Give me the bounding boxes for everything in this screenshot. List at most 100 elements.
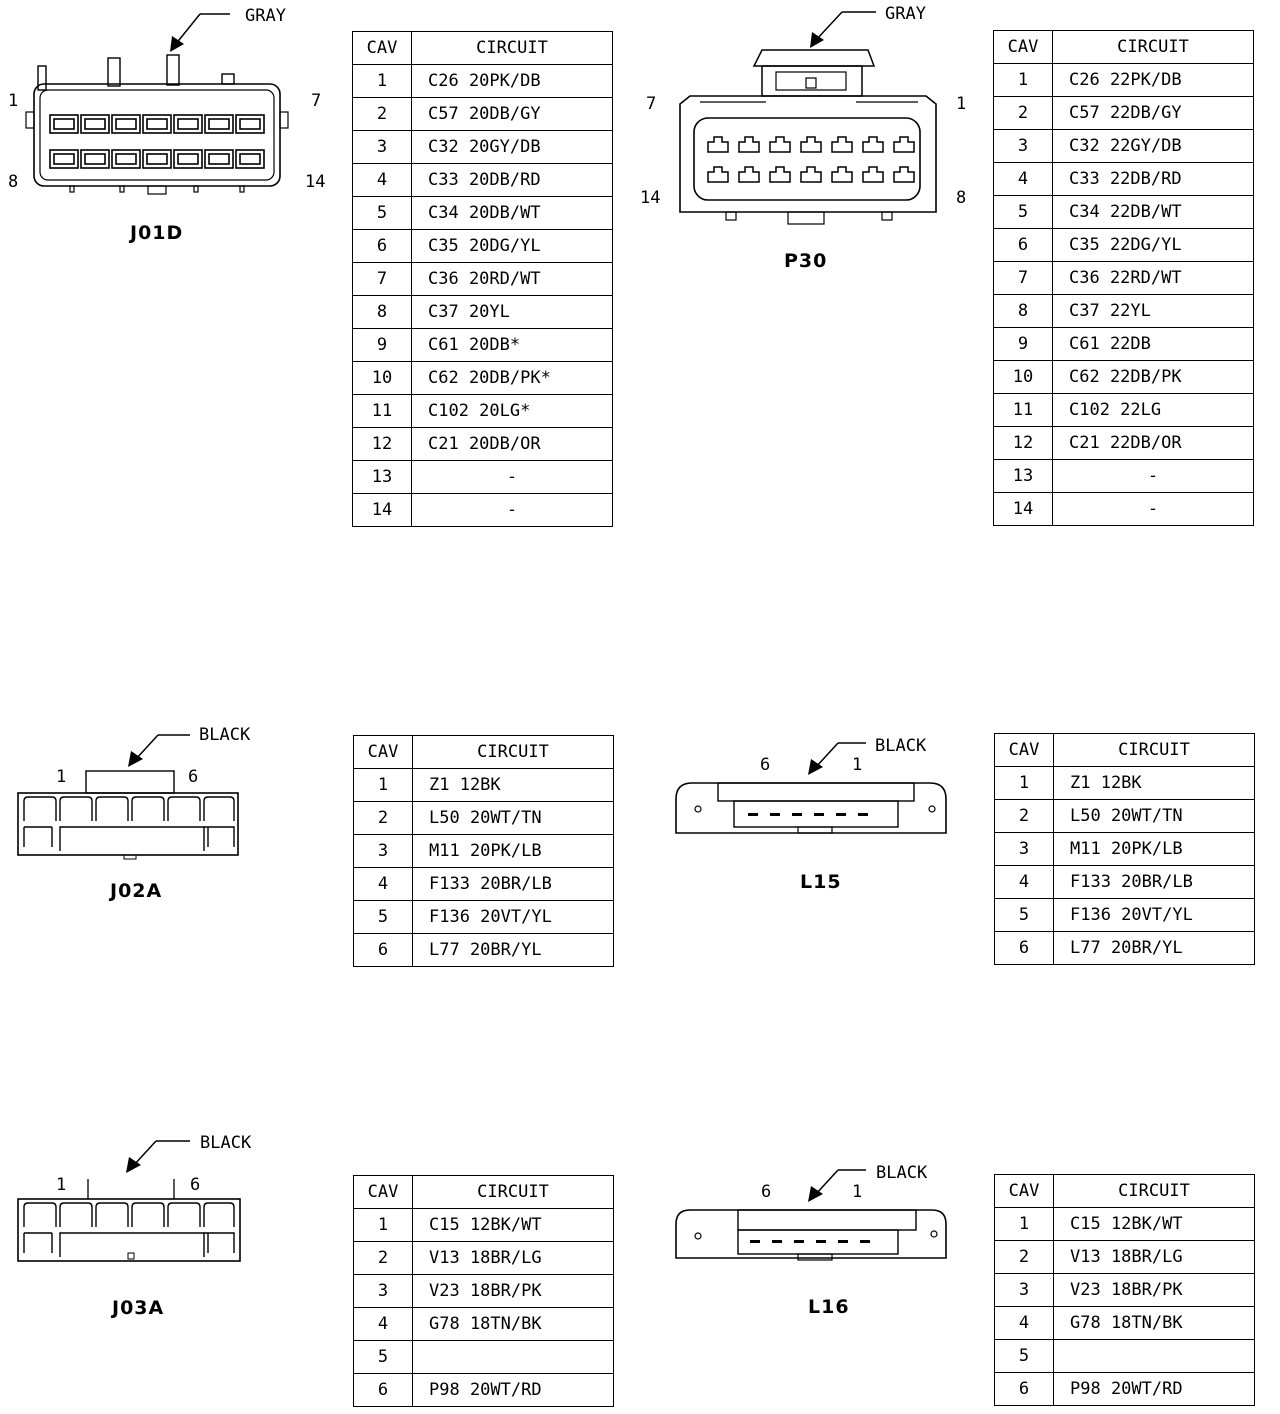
p30-name: P30 — [784, 250, 828, 272]
circuit-cell: M11 20PK/LB — [1053, 832, 1255, 866]
table-row: 14- — [993, 492, 1254, 526]
cav-cell: 3 — [353, 1274, 413, 1308]
l16-color-label: BLACK — [876, 1163, 928, 1183]
l16-name: L16 — [808, 1296, 850, 1318]
circuit-cell: - — [1052, 459, 1254, 493]
cav-cell: 2 — [994, 799, 1054, 833]
circuit-cell: C62 22DB/PK — [1052, 360, 1254, 394]
circuit-cell: C21 20DB/OR — [411, 427, 613, 461]
table-row: 5 — [353, 1340, 614, 1374]
connector-p30: GRAY 7 1 14 8 P30 — [636, 0, 986, 290]
circuit-cell: C15 12BK/WT — [1053, 1207, 1255, 1241]
circuit-cell: C32 22GY/DB — [1052, 129, 1254, 163]
circuit-cell: C36 22RD/WT — [1052, 261, 1254, 295]
cav-cell: 10 — [352, 361, 412, 395]
cav-header: CAV — [353, 1175, 413, 1209]
cav-cell: 13 — [993, 459, 1053, 493]
circuit-cell: C35 22DG/YL — [1052, 228, 1254, 262]
cav-cell: 6 — [353, 933, 413, 967]
cav-cell: 2 — [352, 97, 412, 131]
circuit-cell: L77 20BR/YL — [412, 933, 614, 967]
cav-cell: 14 — [352, 493, 412, 527]
circuit-cell: M11 20PK/LB — [412, 834, 614, 868]
table-row: 5 — [994, 1339, 1255, 1373]
cav-cell: 8 — [352, 295, 412, 329]
circuit-cell: F133 20BR/LB — [412, 867, 614, 901]
l16-pin-l: 6 — [761, 1182, 772, 1202]
cav-cell: 1 — [994, 766, 1054, 800]
j02a-name: J02A — [110, 880, 163, 902]
circuit-cell: F136 20VT/YL — [412, 900, 614, 934]
cav-cell: 4 — [994, 865, 1054, 899]
cav-cell: 5 — [352, 196, 412, 230]
circuit-cell: C102 22LG — [1052, 393, 1254, 427]
cav-cell: 3 — [994, 1273, 1054, 1307]
circuit-cell: - — [1052, 492, 1254, 526]
circuit-cell: V13 18BR/LG — [412, 1241, 614, 1275]
p30-pin-tl: 7 — [646, 94, 657, 114]
circuit-cell: C32 20GY/DB — [411, 130, 613, 164]
cav-cell: 2 — [994, 1240, 1054, 1274]
circuit-cell: C33 20DB/RD — [411, 163, 613, 197]
circuit-cell: C102 20LG* — [411, 394, 613, 428]
l15-color-label: BLACK — [875, 736, 927, 756]
circuit-header: CIRCUIT — [412, 735, 614, 769]
cav-cell: 4 — [994, 1306, 1054, 1340]
j01d-color-label: GRAY — [245, 6, 286, 26]
cav-cell: 12 — [993, 426, 1053, 460]
j02a-color-label: BLACK — [199, 725, 251, 745]
cav-cell: 7 — [352, 262, 412, 296]
p30-color-label: GRAY — [885, 4, 926, 24]
cav-cell: 1 — [353, 1208, 413, 1242]
connector-j03a-drawing — [17, 1140, 241, 1262]
cav-cell: 11 — [352, 394, 412, 428]
j03a-name: J03A — [112, 1297, 165, 1319]
circuit-cell: - — [411, 493, 613, 527]
circuit-header: CIRCUIT — [1053, 733, 1255, 767]
l16-pin-r: 1 — [852, 1182, 863, 1202]
circuit-cell: C34 22DB/WT — [1052, 195, 1254, 229]
circuit-cell: C57 20DB/GY — [411, 97, 613, 131]
cav-cell: 6 — [994, 931, 1054, 965]
circuit-cell: V13 18BR/LG — [1053, 1240, 1255, 1274]
circuit-cell: F136 20VT/YL — [1053, 898, 1255, 932]
circuit-cell: L77 20BR/YL — [1053, 931, 1255, 965]
cav-cell: 3 — [353, 834, 413, 868]
circuit-cell: G78 18TN/BK — [412, 1307, 614, 1341]
circuit-cell: F133 20BR/LB — [1053, 865, 1255, 899]
cav-cell: 1 — [994, 1207, 1054, 1241]
cav-header: CAV — [994, 1174, 1054, 1208]
circuit-header: CIRCUIT — [411, 31, 613, 65]
j01d-pin-br: 14 — [305, 172, 326, 192]
cav-cell: 1 — [993, 63, 1053, 97]
circuit-cell: V23 18BR/PK — [1053, 1273, 1255, 1307]
cav-header: CAV — [994, 733, 1054, 767]
cav-cell: 12 — [352, 427, 412, 461]
cav-cell: 6 — [353, 1373, 413, 1407]
circuit-cell: C21 22DB/OR — [1052, 426, 1254, 460]
cav-cell: 6 — [352, 229, 412, 263]
